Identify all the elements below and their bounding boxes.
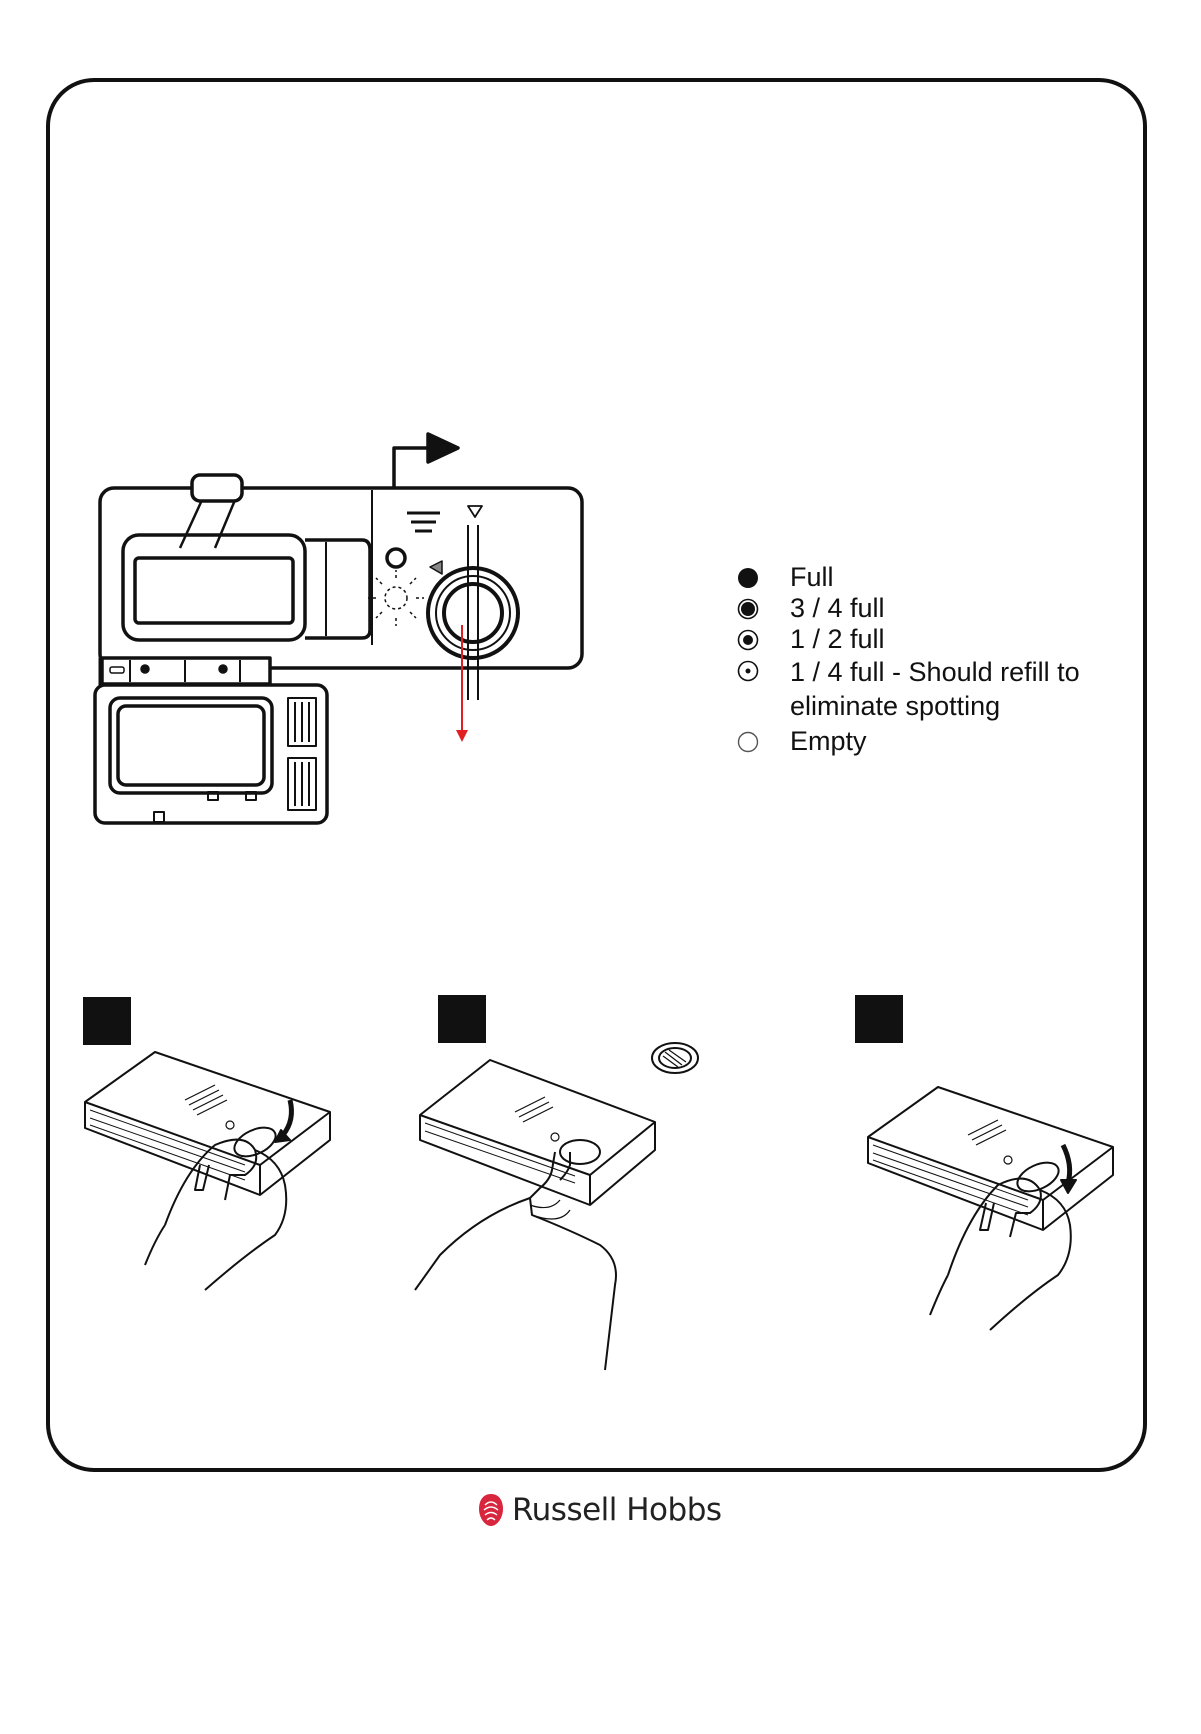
brand-logo: Russell Hobbs	[478, 1490, 722, 1530]
legend-row-three-quarter: 3 / 4 full	[735, 593, 1135, 624]
legend-label: Full	[790, 562, 834, 592]
step-3-badge	[855, 995, 903, 1043]
rinse-aid-symbol-icon	[368, 570, 424, 626]
full-icon	[737, 567, 759, 589]
brand-name: Russell Hobbs	[512, 1492, 722, 1528]
empty-icon	[737, 731, 759, 753]
step-2-illustration	[420, 1040, 720, 1370]
step-3-illustration	[868, 1085, 1138, 1385]
legend-label: 3 / 4 full	[790, 593, 885, 623]
legend-label: 1 / 4 full - Should refill to eliminate …	[790, 657, 1080, 721]
step-1-badge	[83, 997, 131, 1045]
arrow-head	[428, 434, 458, 462]
russell-hobbs-logo-icon	[478, 1493, 504, 1527]
legend-row-empty: Empty	[735, 726, 1135, 757]
level-indicator-window	[387, 549, 405, 567]
quarter-icon	[737, 660, 759, 682]
legend-row-half: 1 / 2 full	[735, 624, 1135, 655]
legend-row-full: Full	[735, 562, 1135, 593]
legend-label: 1 / 2 full	[790, 624, 885, 654]
dispenser-diagram	[90, 430, 690, 850]
legend-row-quarter: 1 / 4 full - Should refill to eliminate …	[735, 655, 1135, 723]
rinse-aid-dial	[428, 525, 518, 700]
lid-handle	[192, 475, 242, 501]
step-1-illustration	[85, 1050, 355, 1340]
half-icon	[737, 629, 759, 651]
legend-label: Empty	[790, 726, 867, 756]
dial-cap-icon	[652, 1043, 698, 1073]
three-quarter-icon	[737, 598, 759, 620]
level-legend: Full 3 / 4 full 1 / 2 full 1 / 4 full - …	[735, 562, 1135, 757]
step-2-badge	[438, 995, 486, 1043]
